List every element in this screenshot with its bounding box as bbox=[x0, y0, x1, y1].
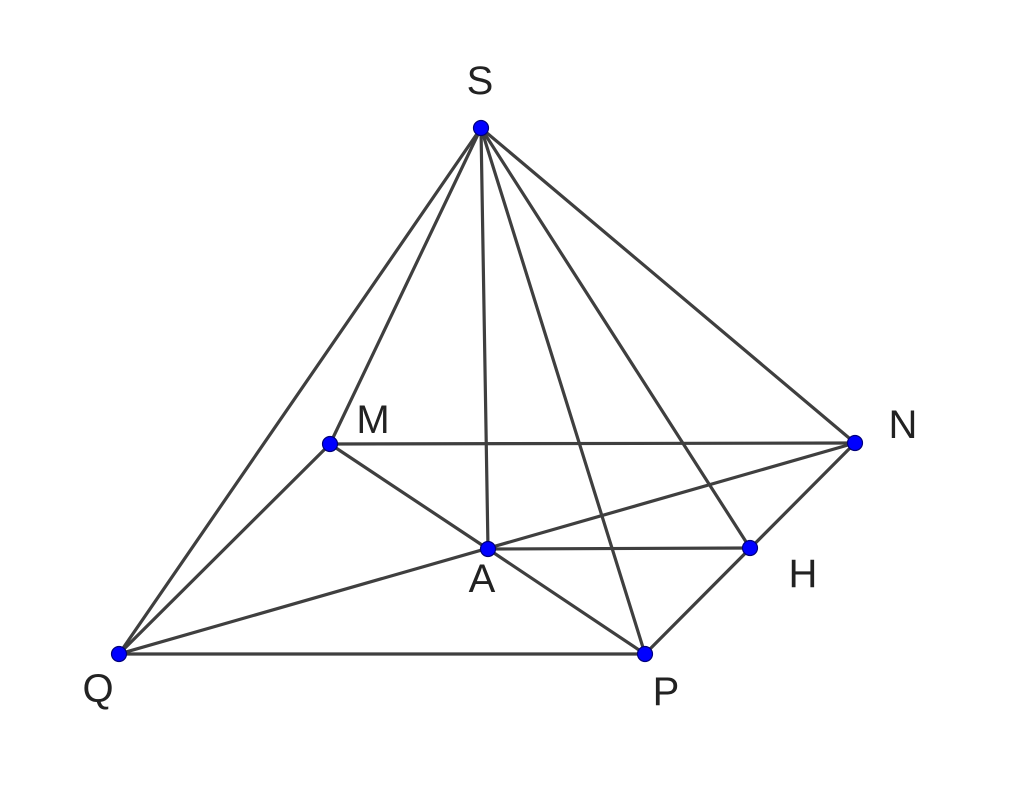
label-s: S bbox=[467, 59, 494, 103]
segment-ah bbox=[486, 546, 752, 551]
segment-mn bbox=[328, 441, 857, 446]
vertex-n bbox=[846, 434, 864, 452]
vertex-p bbox=[636, 645, 654, 663]
segment-mq bbox=[117, 442, 332, 656]
segment-sq bbox=[117, 126, 483, 656]
labels-layer: S M N A H Q P bbox=[82, 59, 917, 714]
segment-sn bbox=[479, 126, 857, 445]
label-q: Q bbox=[82, 667, 113, 711]
segment-ma bbox=[328, 442, 490, 551]
segment-sp bbox=[479, 126, 647, 656]
segment-sh bbox=[479, 126, 752, 550]
label-p: P bbox=[653, 670, 680, 714]
vertex-s bbox=[472, 119, 490, 137]
vertex-a bbox=[479, 540, 497, 558]
vertex-m bbox=[321, 435, 339, 453]
label-a: A bbox=[469, 557, 496, 601]
vertex-h bbox=[741, 539, 759, 557]
vertices-layer bbox=[110, 119, 864, 663]
vertex-q bbox=[110, 645, 128, 663]
segment-sa bbox=[479, 126, 490, 551]
label-m: M bbox=[356, 398, 389, 442]
segment-sm bbox=[328, 126, 483, 446]
segment-ap bbox=[486, 547, 647, 656]
label-h: H bbox=[789, 552, 818, 596]
label-n: N bbox=[889, 403, 918, 447]
